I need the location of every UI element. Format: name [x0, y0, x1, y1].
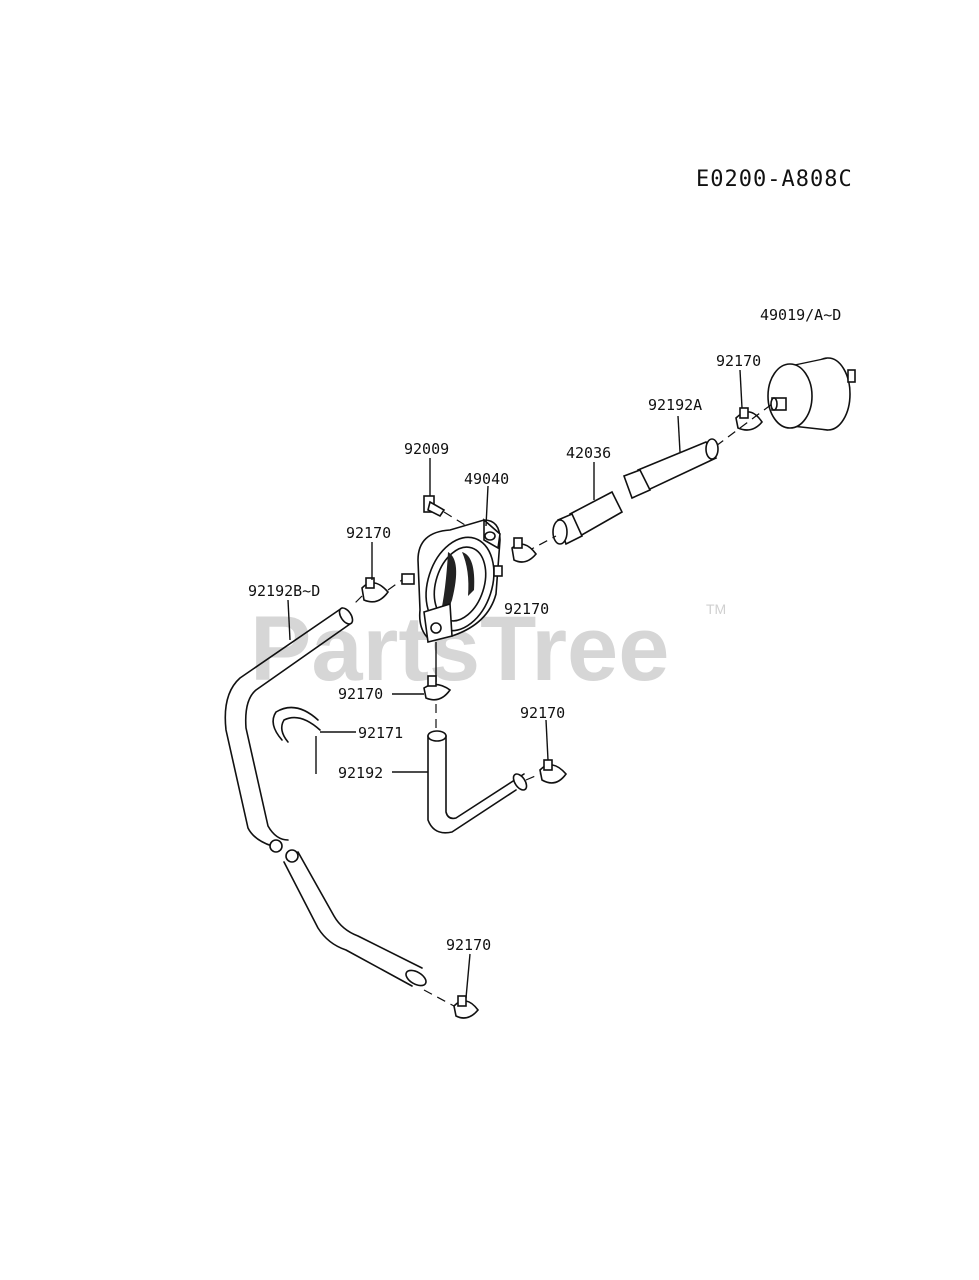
trademark-mark: TM [706, 601, 726, 617]
label-hose-42036: 42036 [566, 444, 611, 462]
diagram-code: E0200-A808C [696, 167, 853, 192]
fuel-pump[interactable] [401, 518, 505, 643]
label-clamp-elbow: 92170 [520, 704, 565, 722]
screw[interactable] [423, 495, 446, 518]
label-clamp-pump-right: 92170 [504, 600, 549, 618]
hose-42036[interactable] [552, 490, 624, 546]
label-fuel-pump: 49040 [464, 470, 509, 488]
clip[interactable] [272, 706, 321, 775]
hose-a[interactable] [622, 438, 719, 500]
label-clamp-filter: 92170 [716, 352, 761, 370]
clamp-elbow[interactable] [539, 759, 568, 784]
label-hose-a: 92192A [648, 396, 702, 414]
label-hose-elbow: 92192 [338, 764, 383, 782]
label-clamp-bottom: 92170 [446, 936, 491, 954]
label-clamp-pump-bottom: 92170 [338, 685, 383, 703]
clamp-upper-left[interactable] [361, 577, 390, 603]
label-clamp-upper-left: 92170 [346, 524, 391, 542]
clamp-pump-right[interactable] [511, 537, 538, 563]
label-screw: 92009 [404, 440, 449, 458]
clamp-pump-bottom[interactable] [423, 675, 452, 701]
fuel-filter[interactable] [767, 357, 856, 431]
clamp-filter[interactable] [735, 407, 763, 431]
label-clip: 92171 [358, 724, 403, 742]
hose-elbow[interactable] [427, 730, 529, 834]
label-hose-bd: 92192B~D [248, 582, 320, 600]
hose-bd[interactable] [224, 606, 428, 989]
clamp-bottom[interactable] [453, 995, 480, 1019]
label-fuel-filter: 49019/A~D [760, 306, 841, 324]
